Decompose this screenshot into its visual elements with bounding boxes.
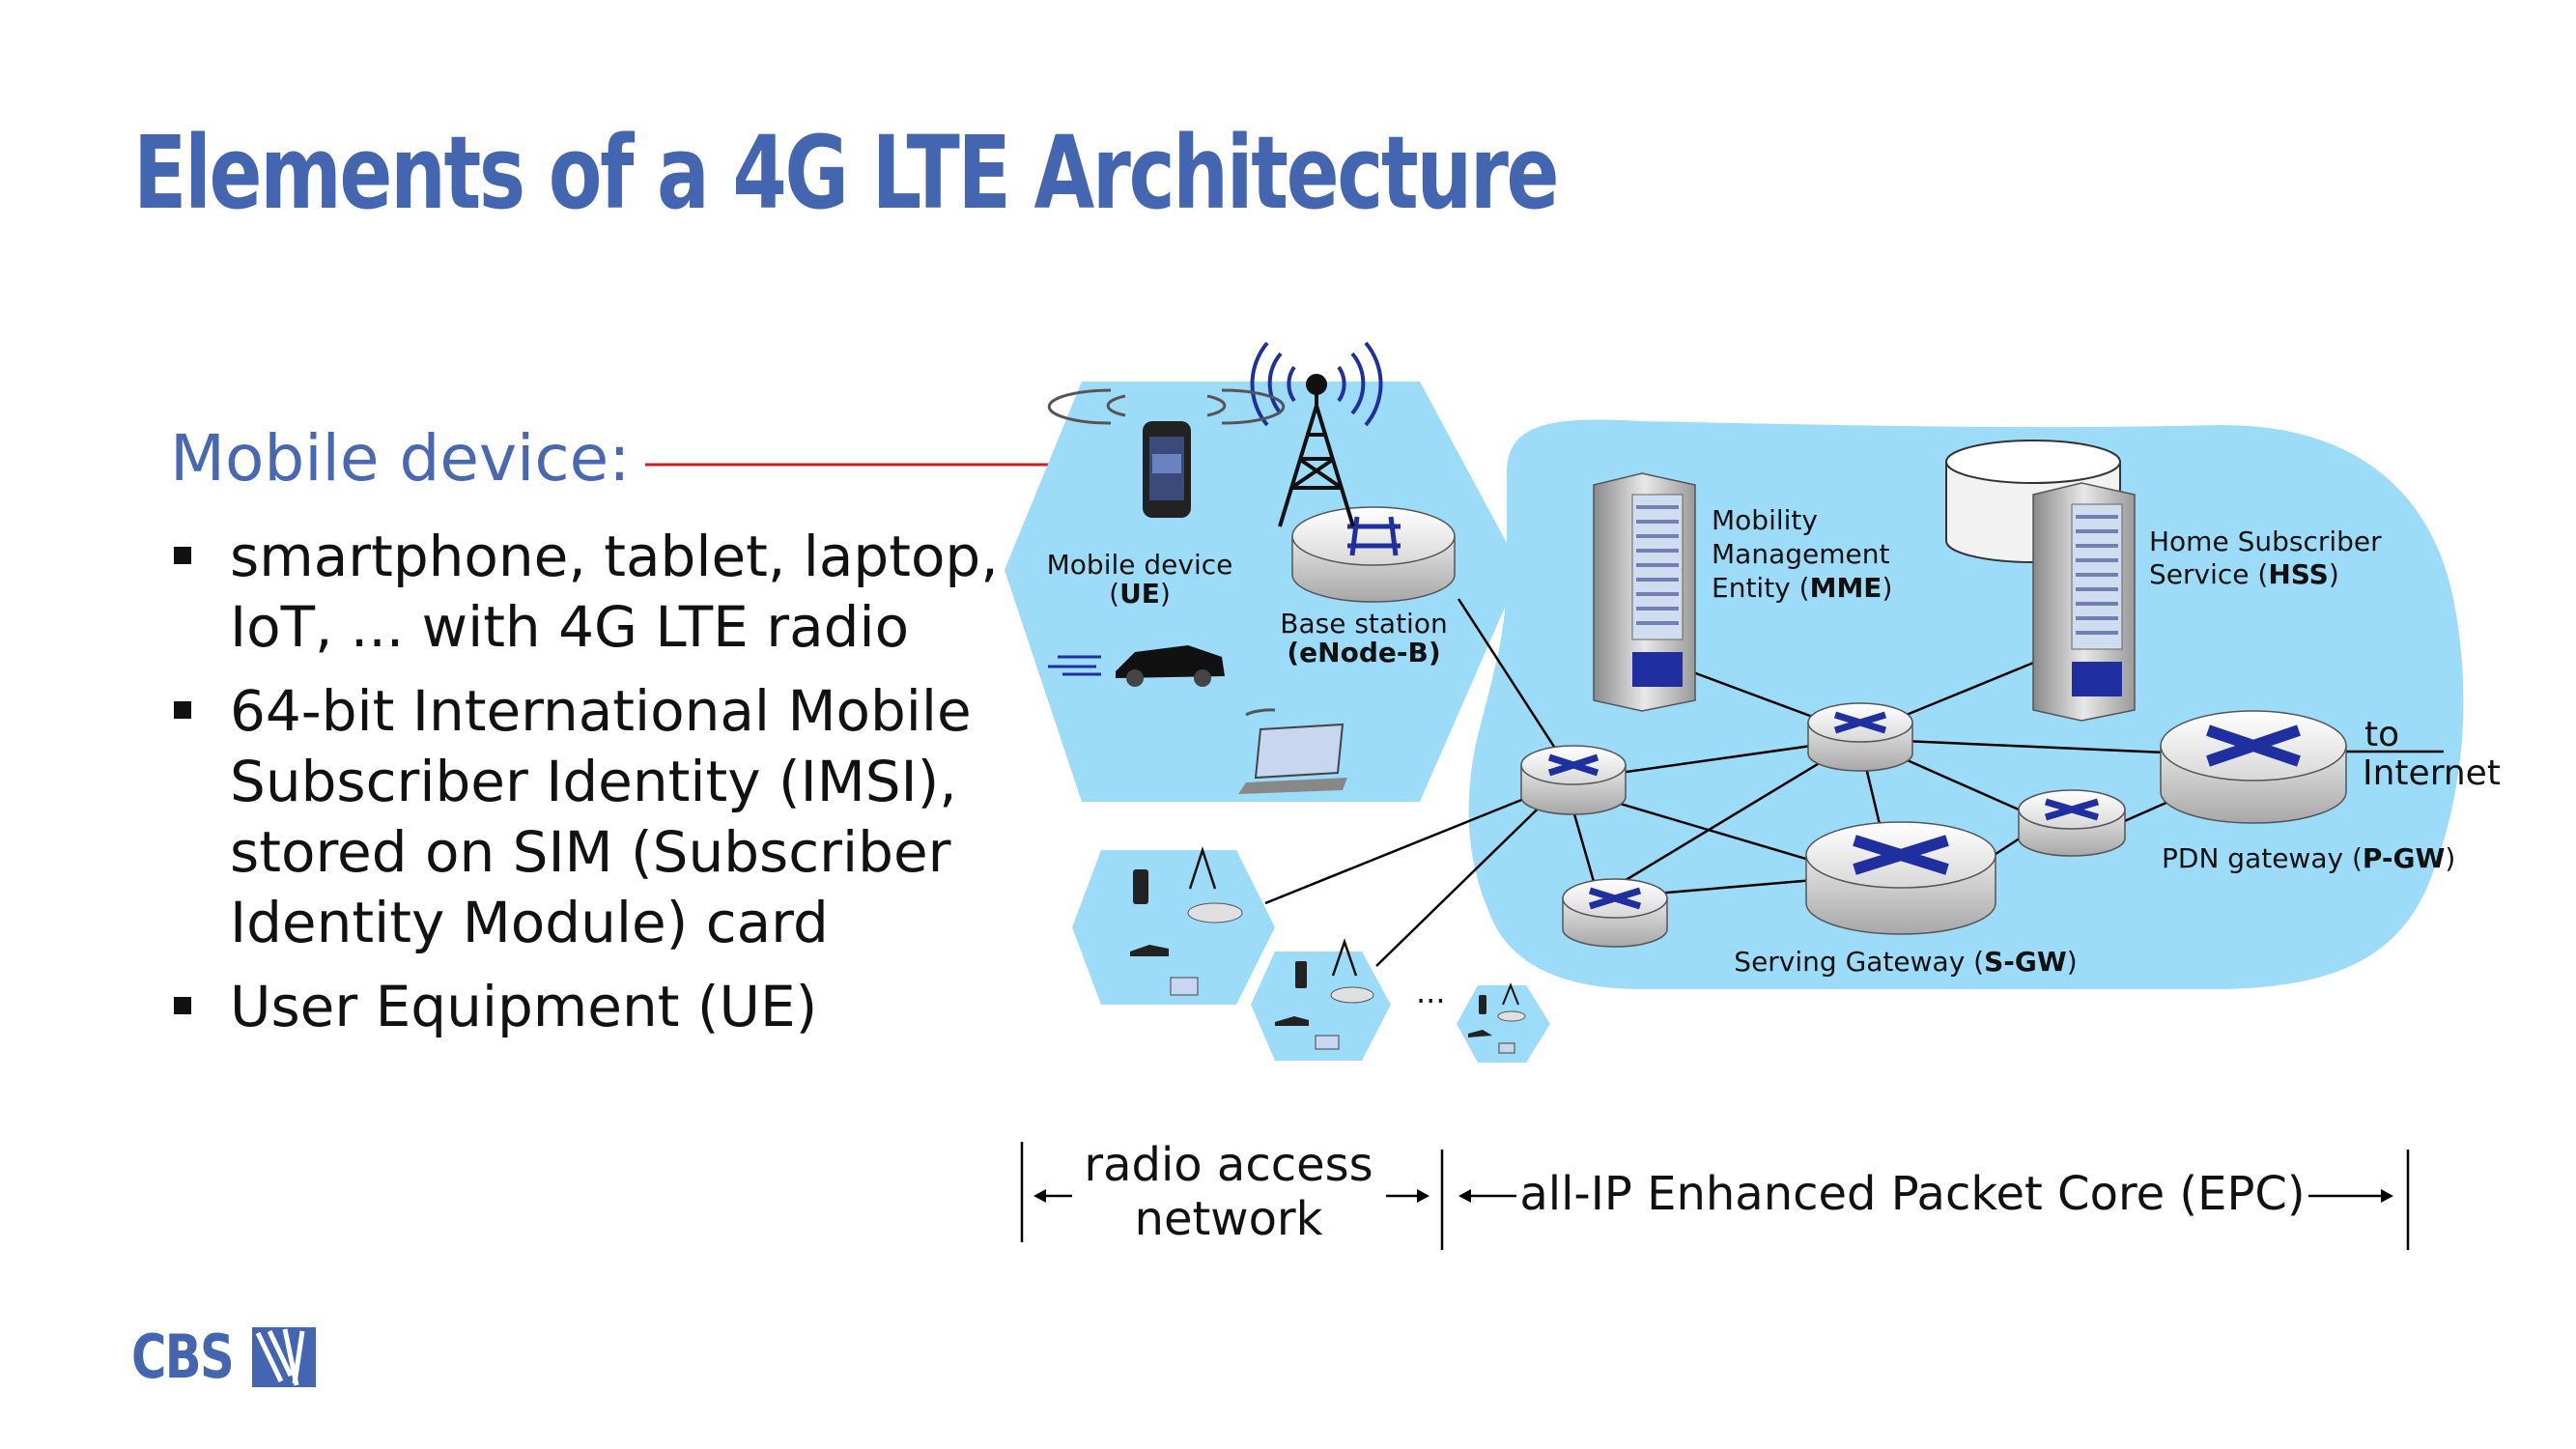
hss-server-icon — [2032, 482, 2136, 722]
internet-label-line2: Internet — [2363, 753, 2501, 793]
radio-waves-icon — [1047, 388, 1286, 425]
smartphone-icon — [1143, 421, 1191, 518]
epc-label: all-IP Enhanced Packet Core (EPC) — [1519, 1167, 2305, 1221]
ran-label-line1: radio access — [1084, 1138, 1373, 1192]
mme-label-line1: Mobility — [1712, 504, 1818, 536]
serving-gateway-icon — [1805, 821, 1996, 935]
cbs-logo: CBS — [131, 1321, 317, 1392]
logo-text: CBS — [131, 1321, 235, 1392]
small-cell-devices-icon — [1130, 845, 1243, 996]
mme-server-icon — [1593, 472, 1696, 712]
pdn-gateway-icon — [2160, 710, 2347, 824]
ran-label-line2: network — [1135, 1192, 1323, 1246]
bullet-list: smartphone, tablet, laptop, IoT, ... wit… — [170, 522, 1020, 1056]
hss-label-line2: Service (HSS) — [2149, 558, 2339, 590]
ue-abbr-label: (UE) — [1109, 578, 1171, 610]
mme-label-line3: Entity (MME) — [1712, 572, 1892, 604]
sgw-label: Serving Gateway (S-GW) — [1734, 946, 2077, 978]
base-station-icon — [1291, 506, 1456, 603]
bullet-item: smartphone, tablet, laptop, IoT, ... wit… — [170, 522, 1020, 663]
bullet-item: 64-bit International Mobile Subscriber I… — [170, 676, 1020, 958]
radio-waves-icon — [1250, 341, 1383, 427]
laptop-icon — [1238, 708, 1347, 794]
slide-title: Elements of a 4G LTE Architecture — [133, 114, 1560, 232]
router-icon — [1520, 745, 1627, 815]
router-icon — [1562, 878, 1668, 948]
bracket-lines — [1020, 1142, 2410, 1250]
radio-cell-small — [1072, 850, 1275, 1005]
enodeb-abbr-label: (eNode-B) — [1287, 637, 1440, 668]
radio-cell-large — [1005, 382, 1521, 802]
small-cell-devices-icon — [1468, 982, 1526, 1054]
logo-mark-icon — [252, 1326, 317, 1387]
router-icon — [2018, 789, 2126, 857]
arrowheads — [1033, 1189, 2393, 1203]
small-cell-devices-icon — [1275, 938, 1374, 1050]
mme-label-line2: Management — [1712, 538, 1889, 570]
internet-label-line1: to — [2364, 715, 2399, 754]
section-heading: Mobile device: — [170, 421, 631, 496]
pgw-label: PDN gateway (P-GW) — [2162, 842, 2455, 874]
enodeb-label: Base station — [1280, 608, 1447, 639]
antenna-tower-icon — [1278, 374, 1355, 527]
radio-cell-small — [1251, 952, 1391, 1061]
core-network-cloud — [1468, 419, 2464, 989]
car-icon — [1048, 645, 1225, 687]
hss-label-line1: Home Subscriber — [2149, 526, 2382, 557]
ue-label: Mobile device — [1047, 549, 1233, 581]
ellipsis-label: ... — [1416, 974, 1446, 1010]
bullet-item: User Equipment (UE) — [170, 972, 1020, 1042]
router-icon — [1807, 702, 1913, 772]
